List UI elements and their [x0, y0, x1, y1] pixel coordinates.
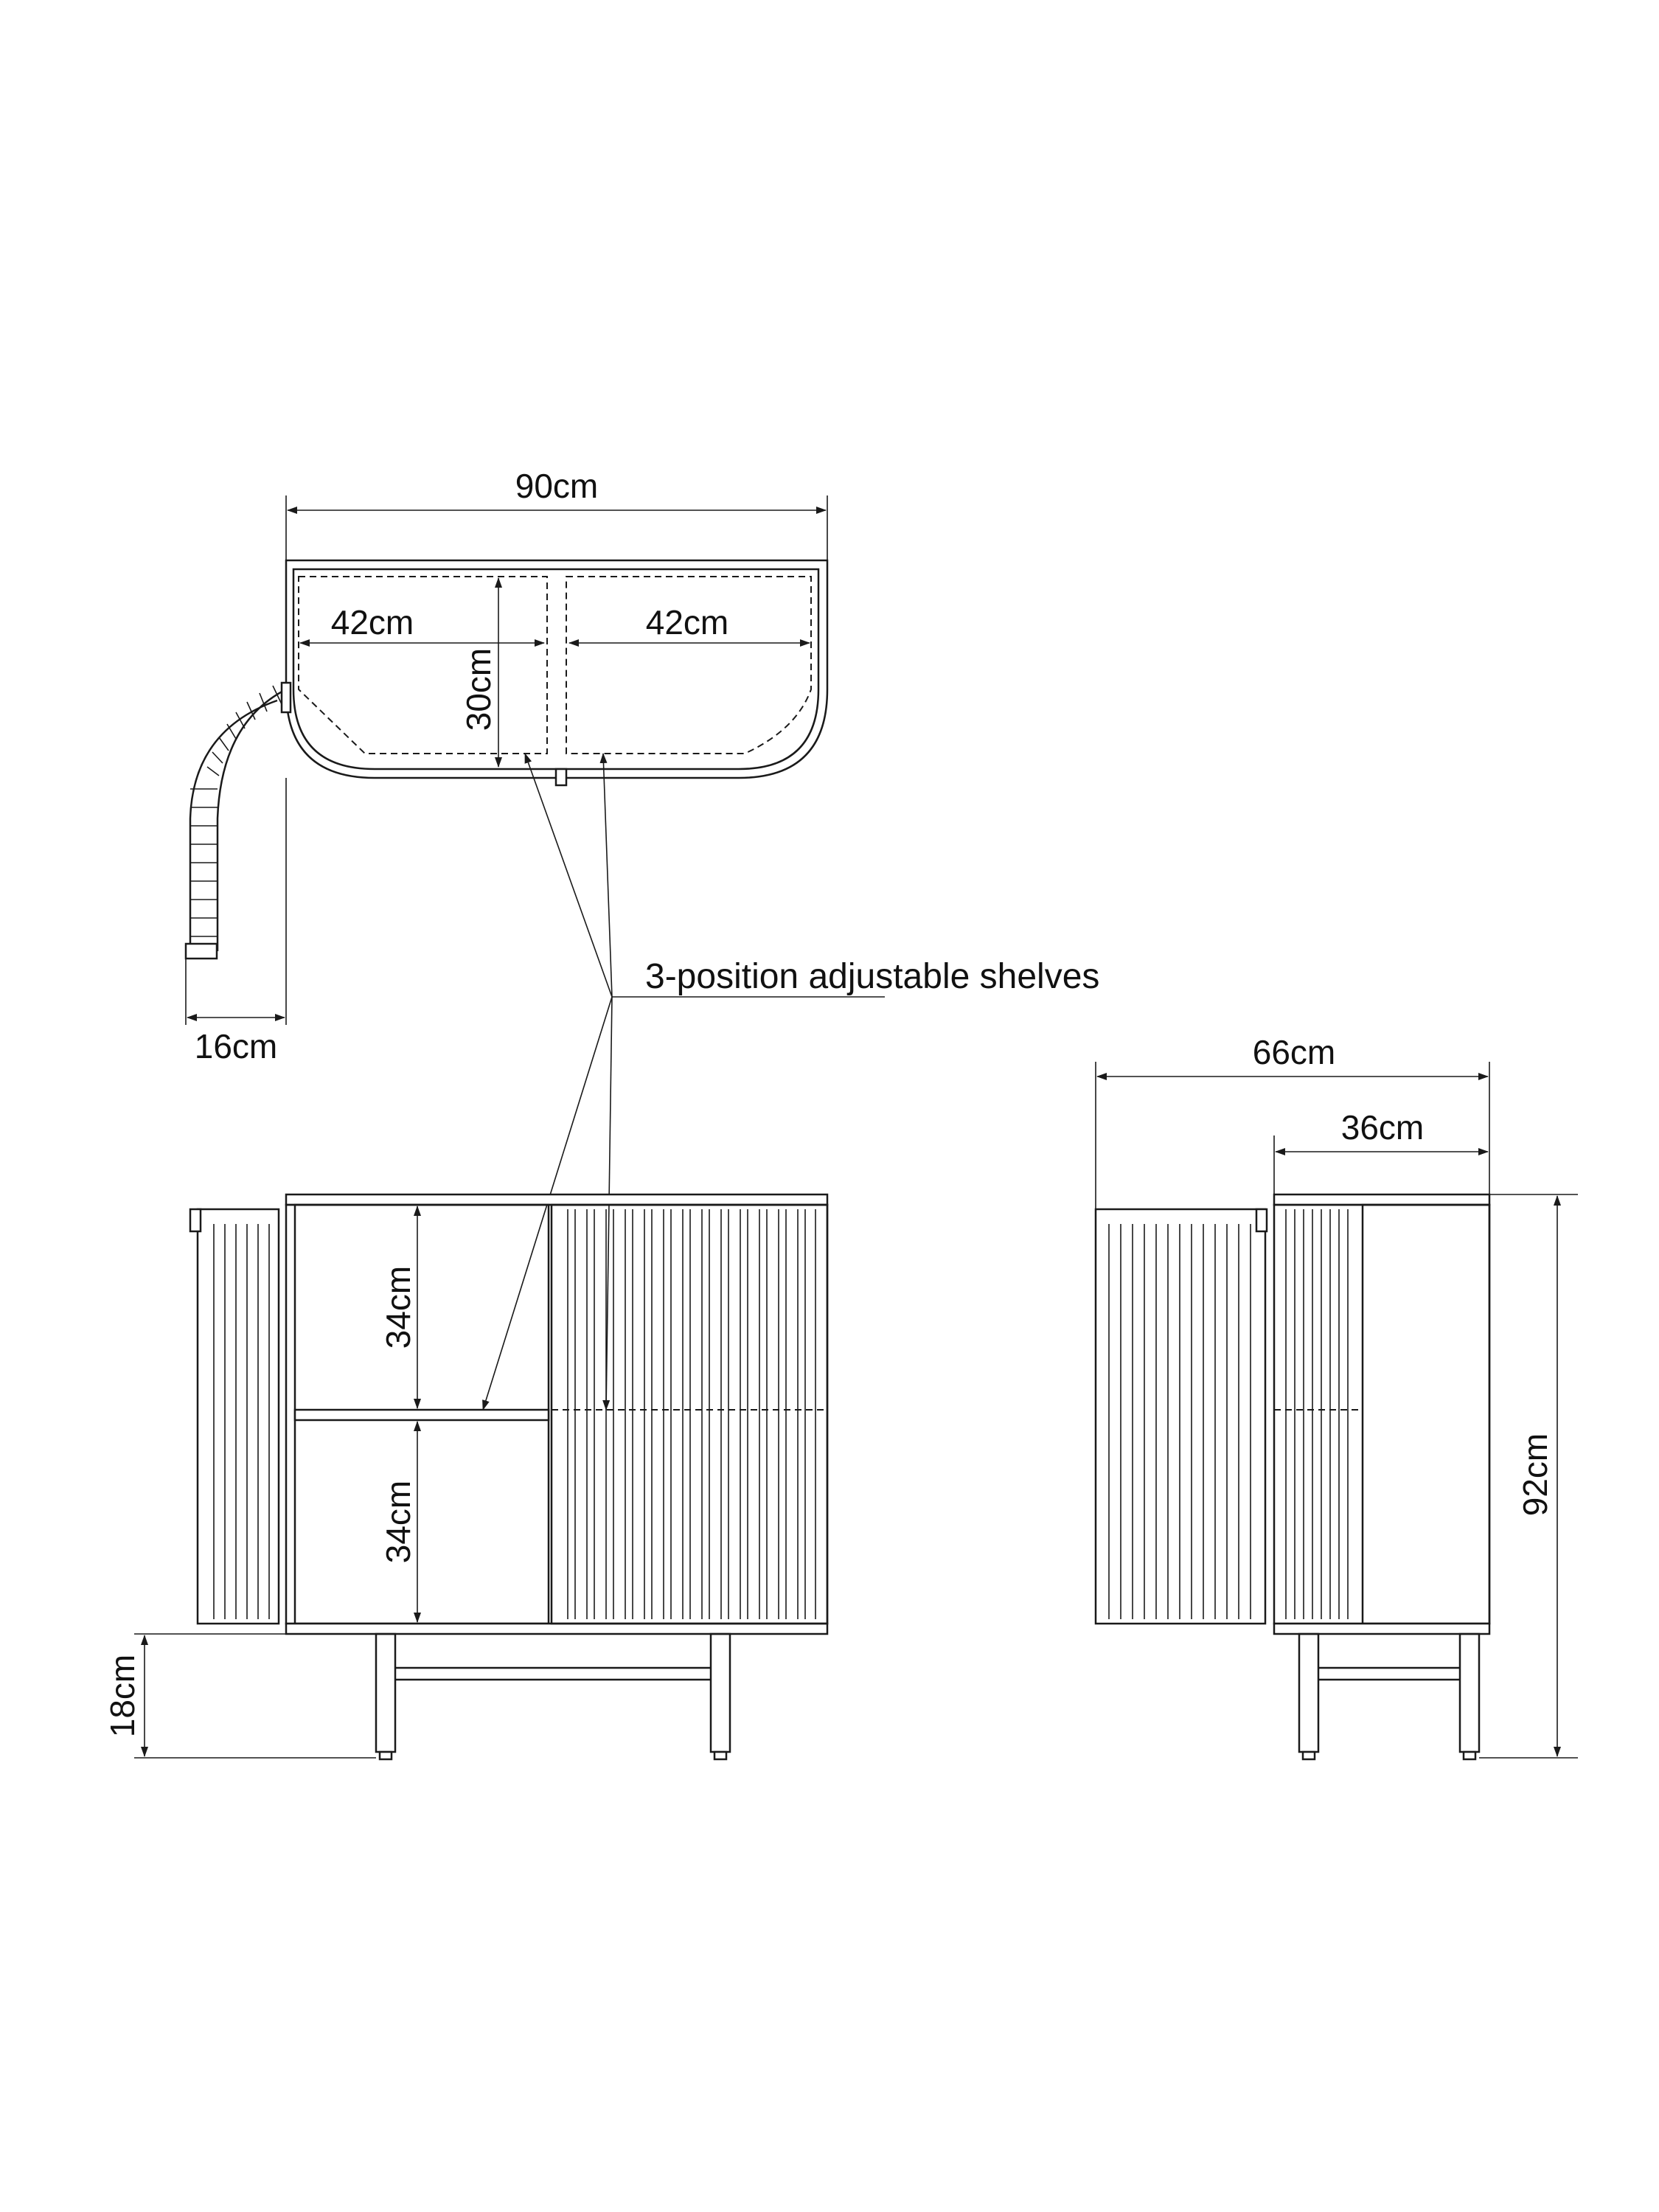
side-bottom-slab [1273, 1622, 1491, 1635]
front-slatted-door [550, 1203, 829, 1625]
dim-side-height-label: 92cm [1516, 1433, 1554, 1516]
callout-text: 3-position adjustable shelves [645, 957, 1099, 996]
dim-side-overall-label: 66cm [1253, 1033, 1335, 1071]
front-view: 34cm 34cm 18cm [103, 1193, 829, 1761]
dim-side-partial-label: 36cm [1341, 1108, 1424, 1147]
dim-upper-gap-label: 34cm [379, 1266, 417, 1349]
side-view: 66cm 36cm [1094, 1033, 1578, 1761]
side-open-door [1094, 1208, 1268, 1625]
front-open-door [189, 1208, 280, 1625]
dim-lower-gap-label: 34cm [379, 1481, 417, 1563]
center-divider-stub [554, 768, 568, 787]
side-slatted-panel [1274, 1209, 1363, 1619]
front-legs [375, 1632, 731, 1761]
dim-door-swing-label: 16cm [195, 1027, 277, 1065]
front-bottom-slab [285, 1622, 829, 1635]
front-shelf [293, 1408, 550, 1422]
cabinet-top-outline [285, 559, 829, 779]
dim-left-compartment-label: 42cm [331, 603, 414, 641]
side-legs [1298, 1632, 1481, 1761]
dim-leg-height-label: 18cm [103, 1655, 142, 1737]
top-door-swing [184, 681, 292, 960]
right-shelf-outline [566, 576, 812, 754]
front-top-slab [285, 1193, 829, 1206]
top-view: 90cm 42cm 42cm 30cm [184, 467, 829, 1065]
dim-right-compartment-label: 42cm [646, 603, 728, 641]
side-body [1273, 1203, 1491, 1625]
shelves-callout: 3-position adjustable shelves [482, 753, 1099, 1411]
side-top-slab [1273, 1193, 1491, 1206]
dim-overall-width-label: 90cm [515, 467, 598, 505]
dim-depth-label: 30cm [459, 648, 498, 731]
cabinet-top-inner-outline [292, 568, 820, 771]
